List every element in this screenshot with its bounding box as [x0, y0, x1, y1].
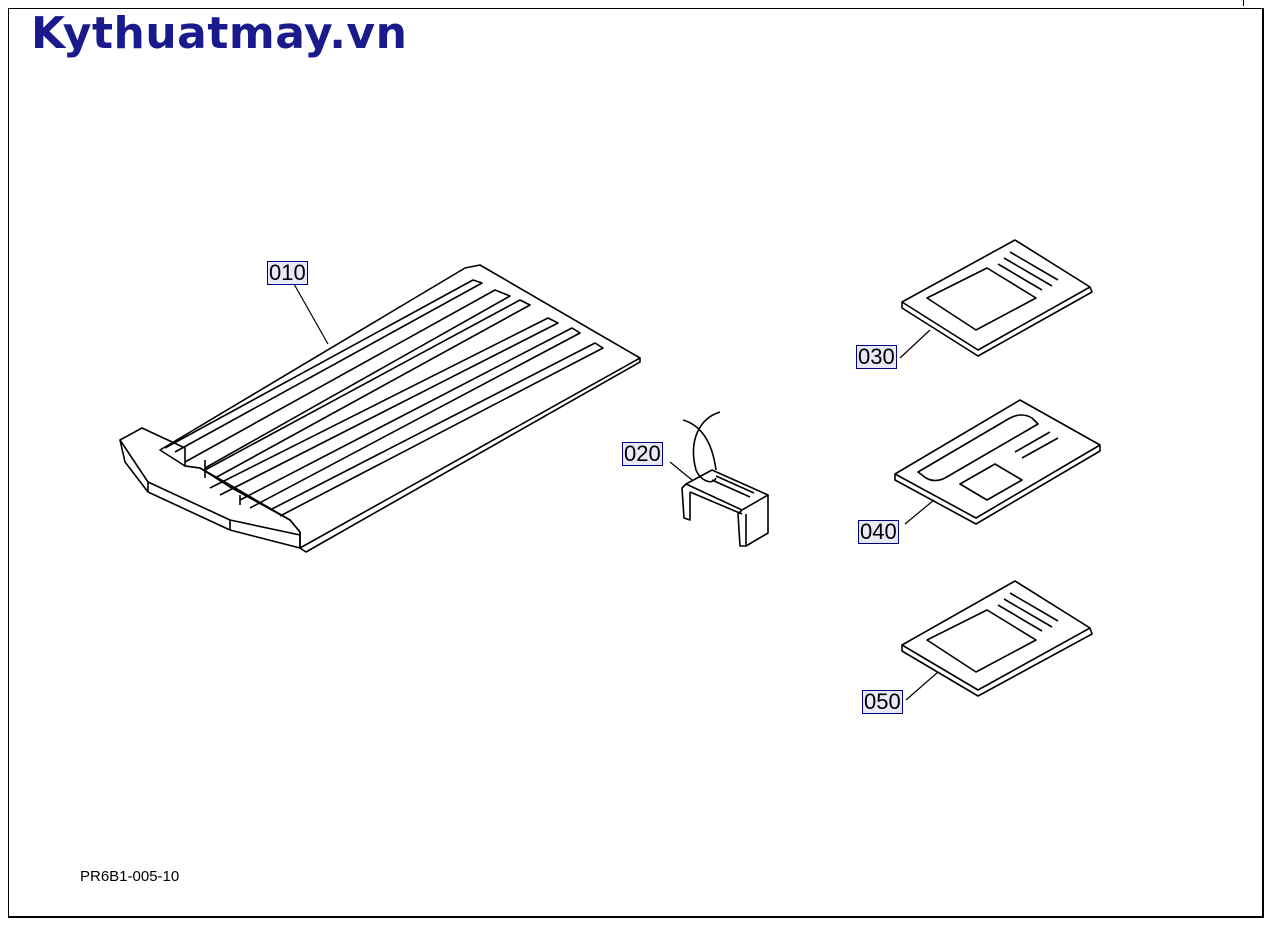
clip-right-leg: [738, 510, 746, 546]
manual-030-cover: [902, 240, 1090, 350]
callout-030[interactable]: 030: [856, 344, 897, 369]
manual-040-text-2: [1022, 438, 1058, 458]
corner-tick: [1243, 0, 1244, 6]
manual-030-thickness: [902, 287, 1092, 356]
mat-rib-6: [270, 343, 603, 516]
manual-050-panel: [927, 610, 1036, 672]
part-050-manual: [902, 581, 1092, 700]
mat-rib-3: [205, 300, 530, 478]
clip-slot-2: [716, 476, 754, 493]
manual-030-text-3: [998, 264, 1042, 290]
callout-010[interactable]: 010: [267, 260, 308, 285]
mat-rib-5: [240, 328, 580, 508]
callout-040[interactable]: 040: [858, 519, 899, 544]
part-040-manual: [895, 400, 1100, 524]
callout-020[interactable]: 020: [622, 441, 663, 466]
drawing-frame: [8, 8, 1264, 918]
manual-050-cover: [902, 581, 1090, 690]
clip-top: [686, 470, 768, 510]
manual-050-text-3: [998, 605, 1042, 631]
leader-040: [905, 500, 934, 524]
leader-050: [906, 672, 938, 700]
manual-050-text-1: [1010, 593, 1058, 621]
manual-050-thickness: [902, 628, 1092, 696]
clip-slot: [712, 480, 750, 497]
leader-010: [294, 284, 328, 344]
manual-040-window: [918, 415, 1038, 481]
clip-far-leg: [746, 495, 768, 546]
manual-040-cover: [895, 400, 1100, 518]
drawing-code: PR6B1-005-10: [80, 868, 180, 885]
manual-030-panel: [927, 268, 1036, 330]
part-020-clip: [670, 412, 768, 546]
manual-030-text-2: [1004, 258, 1052, 286]
clip-wire: [683, 412, 720, 482]
manual-040-box: [960, 464, 1022, 500]
clip-left-leg: [682, 484, 690, 520]
mat-bumper-edge-3: [230, 520, 300, 535]
watermark-logo: Kythuatmay.vn: [31, 8, 408, 59]
manual-050-text-2: [1004, 599, 1052, 627]
mat-rib-4: [210, 318, 558, 495]
leader-020: [670, 462, 692, 480]
part-010-floor-mat: [120, 265, 640, 552]
mat-top-surface: [160, 265, 640, 548]
mat-rib-2: [185, 290, 510, 468]
manual-040-text-1: [1015, 432, 1050, 452]
mat-bumper-edge-2: [148, 482, 230, 520]
mat-rib-1: [165, 280, 482, 452]
manual-040-thickness: [895, 445, 1100, 524]
part-030-manual: [900, 240, 1092, 358]
callout-050[interactable]: 050: [862, 689, 903, 714]
clip-front-edge: [690, 492, 742, 514]
mat-bumper-edge: [120, 440, 148, 482]
mat-right-edge: [300, 358, 640, 552]
manual-030-text-1: [1010, 252, 1058, 280]
leader-030: [900, 330, 930, 358]
